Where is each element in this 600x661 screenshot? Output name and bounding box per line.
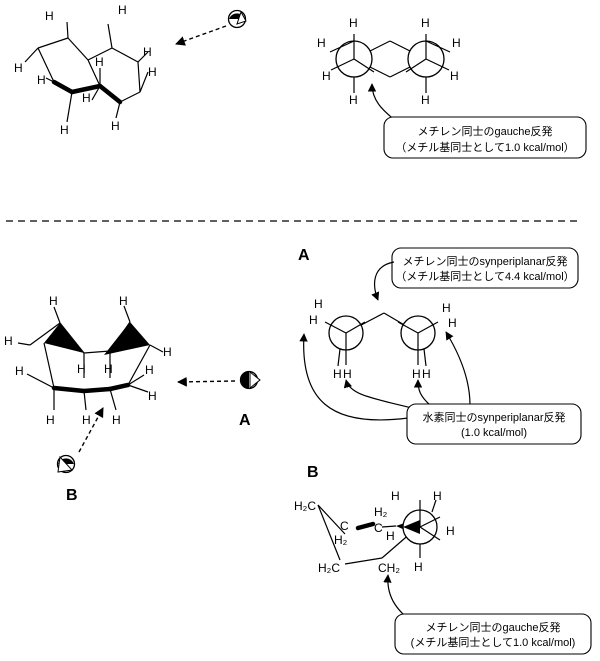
h2c-group: H₂C [318, 561, 340, 575]
note-line: メチレン同士のgauche反発 [417, 124, 552, 138]
h-atom: H [112, 413, 121, 427]
note-line: (メチル基同士として1.0 kcal/mol) [411, 636, 576, 649]
h-atom: H [46, 413, 55, 427]
callout-arrow [343, 379, 413, 409]
callout-arrow [299, 333, 409, 421]
h-atom: H [450, 69, 459, 83]
h-atom: H [433, 489, 442, 503]
h-atom: H [104, 362, 113, 376]
newman-projection-b: H₂C C H₂ H₂ C H₂C CH₂ H H H H H [294, 489, 455, 575]
h-atom: H [349, 16, 358, 30]
carbon-atom: C [340, 519, 349, 533]
h-atom: H [421, 93, 430, 107]
h-atom: H [314, 297, 323, 311]
eye-icon [239, 370, 261, 390]
h-atom: H [452, 36, 461, 50]
h-atom: H [148, 65, 157, 79]
newman-projection-a: H H H H H H H H [309, 297, 457, 381]
eye-icon [227, 9, 247, 29]
h-atom: H [82, 413, 91, 427]
h-atom: H [163, 345, 172, 359]
h-atom: H [317, 36, 326, 50]
panel-label-b: B [307, 464, 319, 481]
h2-group: H₂ [334, 533, 348, 547]
h-atom: H [343, 367, 352, 381]
ch2-group: CH₂ [378, 561, 400, 575]
note-line: (1.0 kcal/mol) [461, 427, 527, 439]
eye-icon [56, 454, 76, 474]
h-atom: H [442, 301, 451, 315]
h-atom: H [49, 294, 58, 308]
h-atom: H [82, 91, 91, 105]
view-arrow-b [78, 407, 104, 453]
h-atom: H [412, 367, 421, 381]
note-line: メチレン同士のsynperiplanar反発 [402, 254, 567, 268]
h-atom: H [386, 529, 395, 543]
h-atom: H [349, 93, 358, 107]
h-atom: H [14, 61, 23, 75]
h-atom: H [333, 367, 342, 381]
carbon-atom: C [374, 521, 383, 535]
h-atom: H [148, 389, 157, 403]
h-atom: H [143, 45, 152, 59]
callout-arrow [413, 379, 431, 406]
h-atom: H [4, 334, 13, 348]
h-atom: H [422, 367, 431, 381]
note-line: 水素同士のsynperiplanar反発 [422, 410, 565, 424]
h-atom: H [77, 362, 86, 376]
note-line: （メチル基同士として1.0 kcal/mol） [395, 141, 574, 154]
view-label-a: A [239, 412, 251, 429]
h-atom: H [37, 73, 46, 87]
view-arrow [175, 25, 227, 46]
h-atom: H [309, 313, 318, 327]
h2-group: H₂ [374, 505, 388, 519]
h-atom: H [448, 316, 457, 330]
h-atom: H [119, 294, 128, 308]
note-box-bottom-gauche: メチレン同士のgauche反発 (メチル基同士として1.0 kcal/mol) [394, 613, 592, 655]
h-atom: H [421, 16, 430, 30]
callout-arrow [367, 83, 397, 122]
chair-decalin-structure: H H H H H H H H H H [14, 3, 157, 137]
h-atom: H [111, 119, 120, 133]
newman-projection-top: H H H H H H H H [317, 16, 461, 107]
callout-arrow [445, 331, 471, 406]
h2c-group: H₂C [294, 499, 316, 513]
h-atom: H [145, 363, 154, 377]
panel-label-a: A [298, 247, 310, 264]
note-box-top-gauche: メチレン同士のgauche反発 （メチル基同士として1.0 kcal/mol） [383, 116, 587, 159]
h-atom: H [45, 9, 54, 23]
h-atom: H [446, 524, 455, 538]
note-box-syn-hydrogen: 水素同士のsynperiplanar反発 (1.0 kcal/mol) [406, 403, 582, 445]
note-line: メチレン同士のgauche反発 [425, 620, 560, 634]
h-atom: H [95, 55, 104, 69]
boat-decalin-structure: H H H H H H H H H H H H [4, 294, 172, 427]
note-box-syn-methylene: メチレン同士のsynperiplanar反発 （メチル基同士として4.4 kca… [391, 247, 579, 289]
h-atom: H [322, 69, 331, 83]
callout-arrow [371, 261, 395, 301]
note-line: （メチル基同士として4.4 kcal/mol） [395, 270, 574, 283]
h-atom: H [60, 123, 69, 137]
h-atom: H [414, 560, 423, 574]
h-atom: H [391, 489, 400, 503]
h-atom: H [118, 3, 127, 17]
h-atom: H [15, 364, 24, 378]
view-label-b: B [66, 487, 78, 504]
view-arrow-a [177, 376, 236, 387]
